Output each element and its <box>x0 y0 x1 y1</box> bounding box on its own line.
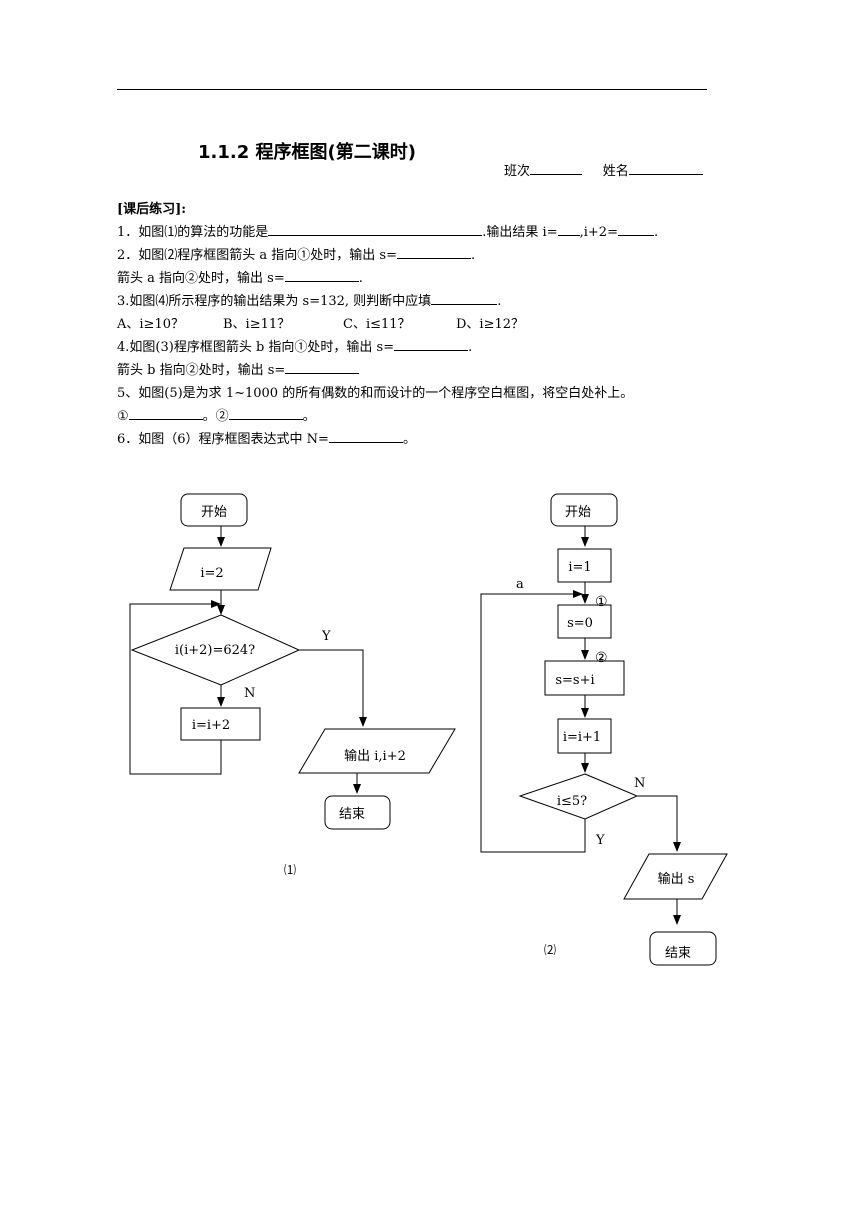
q2b-text-b: . <box>358 271 363 286</box>
question-6: 6．如图（6）程序框图表达式中 N= 。 <box>117 428 416 447</box>
fc1-end-label: 结束 <box>339 807 365 822</box>
fc2-output-label: 输出 s <box>658 871 695 887</box>
q2b-text-a: 箭头 a 指向②处时，输出 s= <box>117 271 285 286</box>
fc2-incr-label: i=i+1 <box>563 730 601 745</box>
fc2-yes-label: Y <box>595 833 605 848</box>
class-label: 班次 <box>504 164 531 179</box>
option-d[interactable]: D、i≥12？ <box>456 317 525 332</box>
option-c[interactable]: C、i≤11？ <box>343 317 411 332</box>
option-b[interactable]: B、i≥11？ <box>223 317 291 332</box>
q3-text-a: 3.如图⑷所示程序的输出结果为 s=132, 则判断中应填 <box>117 294 432 309</box>
q1-text-c: ,i+2= <box>579 225 618 240</box>
q6-blank[interactable] <box>328 430 403 443</box>
name-blank[interactable] <box>628 162 703 175</box>
fc2-no-line <box>637 795 681 852</box>
fc2-arrow-a-label: a <box>516 577 524 592</box>
q4-blank-a[interactable] <box>394 338 469 351</box>
question-2: 2．如图⑵程序框图箭头 a 指向①处时，输出 s=. <box>117 244 475 263</box>
fc2-no-label: N <box>634 776 645 791</box>
fc1-condition-label: i(i+2)=624? <box>175 643 255 658</box>
top-rule <box>117 89 707 90</box>
fc2-accum-label: s=s+i <box>555 673 594 688</box>
exercise-section-label: [课后练习]: <box>117 202 187 217</box>
q5-end: 。 <box>302 409 316 424</box>
fc1-yes-line <box>299 649 367 727</box>
q3-blank[interactable] <box>431 292 498 305</box>
q6-text-a: 6．如图（6）程序框图表达式中 N= <box>117 432 329 447</box>
q5-blank-1[interactable] <box>128 407 203 420</box>
class-name-line: 班次 姓名 <box>504 160 703 179</box>
fc1-start-label: 开始 <box>201 505 227 520</box>
q2-text-a: 2．如图⑵程序框图箭头 a 指向①处时，输出 s= <box>117 248 397 263</box>
fc2-start-box <box>550 493 618 527</box>
question-4: 4.如图(3)程序框图箭头 b 指向①处时，输出 s=. <box>117 336 472 355</box>
q3-text-b: . <box>497 294 502 309</box>
q1-blank-i[interactable] <box>557 223 580 236</box>
fc2-end-label: 结束 <box>665 946 691 961</box>
q1-blank-function[interactable] <box>268 223 483 236</box>
fc1-output-box <box>298 728 456 774</box>
question-1: 1．如图⑴的算法的功能是 .输出结果 i= ,i+2=. <box>117 221 658 240</box>
q1-text-b: .输出结果 i= <box>482 225 558 240</box>
fc1-caption: ⑴ <box>284 863 296 877</box>
q2-blank-a[interactable] <box>396 246 471 259</box>
fc1-init-box <box>169 547 272 591</box>
fc2-init-i-label: i=1 <box>568 560 591 575</box>
fc2-start-label: 开始 <box>565 505 591 520</box>
fc2-condition-label: i≤5? <box>557 794 587 809</box>
question-3-options: A、i≥10？ B、i≥11？ C、i≤11？ D、i≥12？ <box>117 313 524 332</box>
q4-text-a: 4.如图(3)程序框图箭头 b 指向①处时，输出 s= <box>117 340 395 355</box>
fc2-init-s-label: s=0 <box>567 616 593 631</box>
question-2b: 箭头 a 指向②处时，输出 s=. <box>117 267 363 286</box>
q1-text-d: . <box>653 225 659 240</box>
q4b-text-a: 箭头 b 指向②处时，输出 s= <box>117 363 286 378</box>
fc1-no-label: N <box>244 686 255 701</box>
fc1-loop-line <box>129 600 222 775</box>
class-blank[interactable] <box>530 162 583 175</box>
q5-blank-2[interactable] <box>228 407 303 420</box>
q5-mark-1: ① <box>117 409 129 424</box>
fc2-output-box <box>623 853 728 900</box>
fc2-mark-1: ① <box>595 594 608 610</box>
option-a[interactable]: A、i≥10？ <box>117 317 184 332</box>
fc1-init-label: i=2 <box>200 566 223 581</box>
q5-mark-2: 。② <box>202 409 229 424</box>
q1-blank-i2[interactable] <box>617 223 654 236</box>
fc2-end-box <box>649 931 717 966</box>
fc1-end-box <box>324 795 391 830</box>
q1-text-a: 1．如图⑴的算法的功能是 <box>117 225 269 240</box>
fc1-yes-label: Y <box>321 629 331 644</box>
q4b-blank[interactable] <box>285 361 360 374</box>
question-4b: 箭头 b 指向②处时，输出 s= <box>117 359 360 378</box>
q4-text-b: . <box>468 340 473 355</box>
fc1-output-label: 输出 i,i+2 <box>344 748 406 764</box>
question-5: 5、如图(5)是为求 1~1000 的所有偶数的和而设计的一个程序空白框图，将空… <box>117 386 634 401</box>
q2-text-b: . <box>470 248 476 263</box>
fc2-loop-line <box>480 590 586 853</box>
fc2-caption: ⑵ <box>544 943 556 957</box>
q6-text-b: 。 <box>402 432 416 447</box>
q2b-blank[interactable] <box>284 269 359 282</box>
page-title: 1.1.2 程序框图(第二课时) <box>198 142 416 163</box>
fc1-update-label: i=i+2 <box>192 718 230 733</box>
question-5-blanks: ① 。② 。 <box>117 405 316 424</box>
fc2-mark-2: ② <box>595 650 608 666</box>
question-3: 3.如图⑷所示程序的输出结果为 s=132, 则判断中应填. <box>117 290 501 309</box>
fc1-start-box <box>180 493 248 527</box>
name-label: 姓名 <box>602 164 629 179</box>
